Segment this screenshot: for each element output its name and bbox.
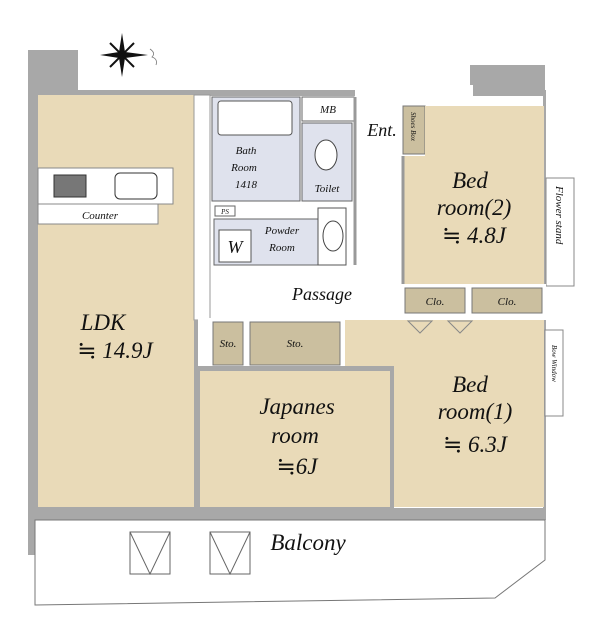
ldk-size: ≒ 14.9J [77,338,154,363]
closet-label: Clo. [498,296,517,308]
shoes-box-label: Shoes Box [409,112,417,142]
passage-label: Passage [291,284,352,304]
compass-icon [100,33,157,77]
storage-1 [212,321,244,366]
storage-label: Sto. [220,338,237,350]
storage-label: Sto. [287,338,304,350]
bath-number: 1418 [235,179,258,191]
washbasin-icon [322,220,344,252]
mb-box [301,96,355,122]
closet-label: Clo. [426,296,445,308]
sink-icon [114,172,158,200]
storage-2 [249,321,341,366]
washer-space [218,229,252,263]
flower-stand [545,177,575,287]
bath-label: Bath [236,145,257,157]
japanese-size: ≒6J [277,454,320,479]
bed2-label: room(2) [437,195,512,220]
ps-label: PS [220,208,229,216]
powder-label: Room [268,242,295,254]
stove-icon [53,174,87,198]
washer-label: W [228,237,245,257]
bed2-label: Bed [452,168,488,193]
toilet-icon [314,139,338,171]
powder-label: Powder [264,225,300,237]
balcony-label: Balcony [270,530,346,555]
japanese-label: room [271,423,319,448]
bed1-label: Bed [452,372,488,397]
bow-window-label: Bow Window [550,345,558,382]
closet-1 [404,287,466,314]
ps-box [214,205,236,217]
room-japanese [200,371,390,507]
mb-label: MB [319,104,336,116]
bathtub-icon [217,100,293,136]
toilet-label: Toilet [315,183,341,195]
room-bed2 [404,156,544,284]
entrance-label: Ent. [366,120,397,140]
closet-2 [471,287,543,314]
vent-icon [129,531,171,575]
flower-stand-label: Flower stand [553,185,565,245]
ldk-label: LDK [80,310,127,335]
vent-icon [209,531,251,575]
bed1-label: room(1) [438,399,513,424]
bed1-size: ≒ 6.3J [443,432,509,457]
bow-window [544,329,564,417]
japanese-label: Japanes [259,394,334,419]
bed2-size: ≒ 4.8J [442,223,508,248]
room-ldk [38,95,194,507]
counter-label: Counter [82,210,119,222]
bath-label: Room [230,162,257,174]
wall-block [28,50,78,95]
